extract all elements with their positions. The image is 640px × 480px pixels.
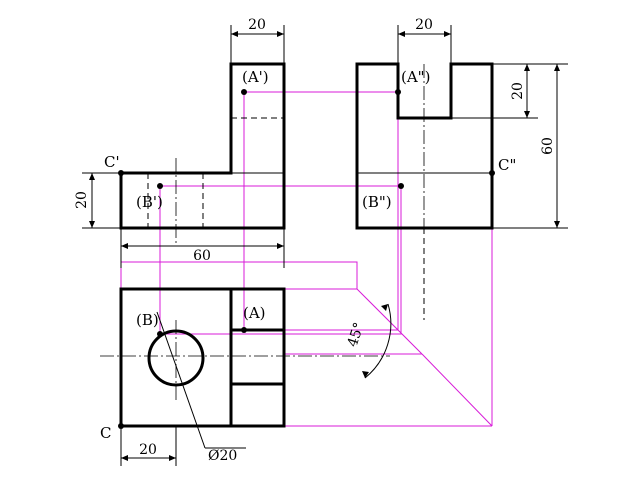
- miter-line: [356, 288, 423, 355]
- projection-line-a: [244, 91, 399, 331]
- point-a-double-prime: [395, 89, 401, 95]
- projection-lines: [120, 91, 493, 427]
- miter-line-extension: [421, 353, 493, 427]
- dim-label-front-base: 20: [74, 191, 90, 209]
- point-c-double-prime: [489, 170, 495, 176]
- label-a-double-prime: (A"): [401, 68, 430, 86]
- point-labels: (A') (A") (A) (B') (B") (B) C' C" C: [100, 68, 516, 442]
- point-a-top: [241, 327, 247, 333]
- label-a-top: (A): [243, 304, 266, 322]
- dimension-labels: 20 20 20 60 20 60 20 Ø20 45°: [74, 17, 556, 464]
- label-c-top: C: [100, 424, 111, 442]
- front-view: [119, 62, 286, 244]
- label-a-prime: (A'): [242, 68, 269, 86]
- label-b-prime: (B'): [136, 193, 163, 211]
- arrow-front-base-top: [89, 173, 95, 180]
- dim-label-hole-diameter: Ø20: [208, 448, 237, 464]
- dim-label-side-top: 20: [415, 17, 433, 33]
- arrow-front-top-right: [277, 31, 284, 37]
- miter-angle-arc: [364, 303, 392, 379]
- arrow-top-offset-right: [169, 455, 176, 461]
- arrow-top-offset-left: [121, 455, 128, 461]
- side-view: [355, 62, 494, 320]
- arrowheads: [89, 31, 560, 461]
- label-c-prime: C': [104, 153, 120, 171]
- point-b-top: [157, 331, 163, 337]
- dimension-lines: [82, 25, 568, 466]
- point-b-double-prime: [398, 183, 404, 189]
- arrow-side-total-bottom: [554, 221, 560, 228]
- point-c-prime: [118, 170, 124, 176]
- dim-label-side-total: 60: [540, 137, 556, 155]
- arrow-miter-top: [381, 304, 388, 311]
- point-b-prime: [157, 183, 163, 189]
- point-a-prime: [241, 89, 247, 95]
- diameter-leader: [156, 311, 206, 449]
- arrow-side-notch-top: [524, 64, 530, 71]
- dim-label-top-hole-offset: 20: [139, 442, 157, 458]
- point-c-top: [118, 423, 124, 429]
- top-view-outline: [119, 287, 286, 428]
- top-view: [100, 287, 390, 428]
- dim-label-front-total: 60: [193, 248, 211, 264]
- arrow-side-top-right: [444, 31, 451, 37]
- arrow-front-base-bottom: [89, 221, 95, 228]
- arrow-side-notch-bottom: [524, 111, 530, 118]
- dim-label-front-top: 20: [248, 17, 266, 33]
- arrow-front-total-right: [277, 243, 284, 249]
- projection-line-front-left: [121, 261, 358, 289]
- dim-label-side-notch: 20: [510, 82, 526, 100]
- arrow-miter-bottom: [362, 371, 369, 378]
- projection-line-b: [160, 185, 402, 335]
- points: [118, 89, 495, 429]
- dim-label-miter-angle: 45°: [345, 320, 368, 349]
- arrow-side-top-left: [398, 31, 405, 37]
- arrow-front-top-left: [231, 31, 238, 37]
- label-b-top: (B): [136, 311, 159, 329]
- label-c-double-prime: C": [498, 156, 516, 174]
- arrow-front-total-left: [121, 243, 128, 249]
- arrow-side-total-top: [554, 64, 560, 71]
- label-b-double-prime: (B"): [362, 193, 392, 211]
